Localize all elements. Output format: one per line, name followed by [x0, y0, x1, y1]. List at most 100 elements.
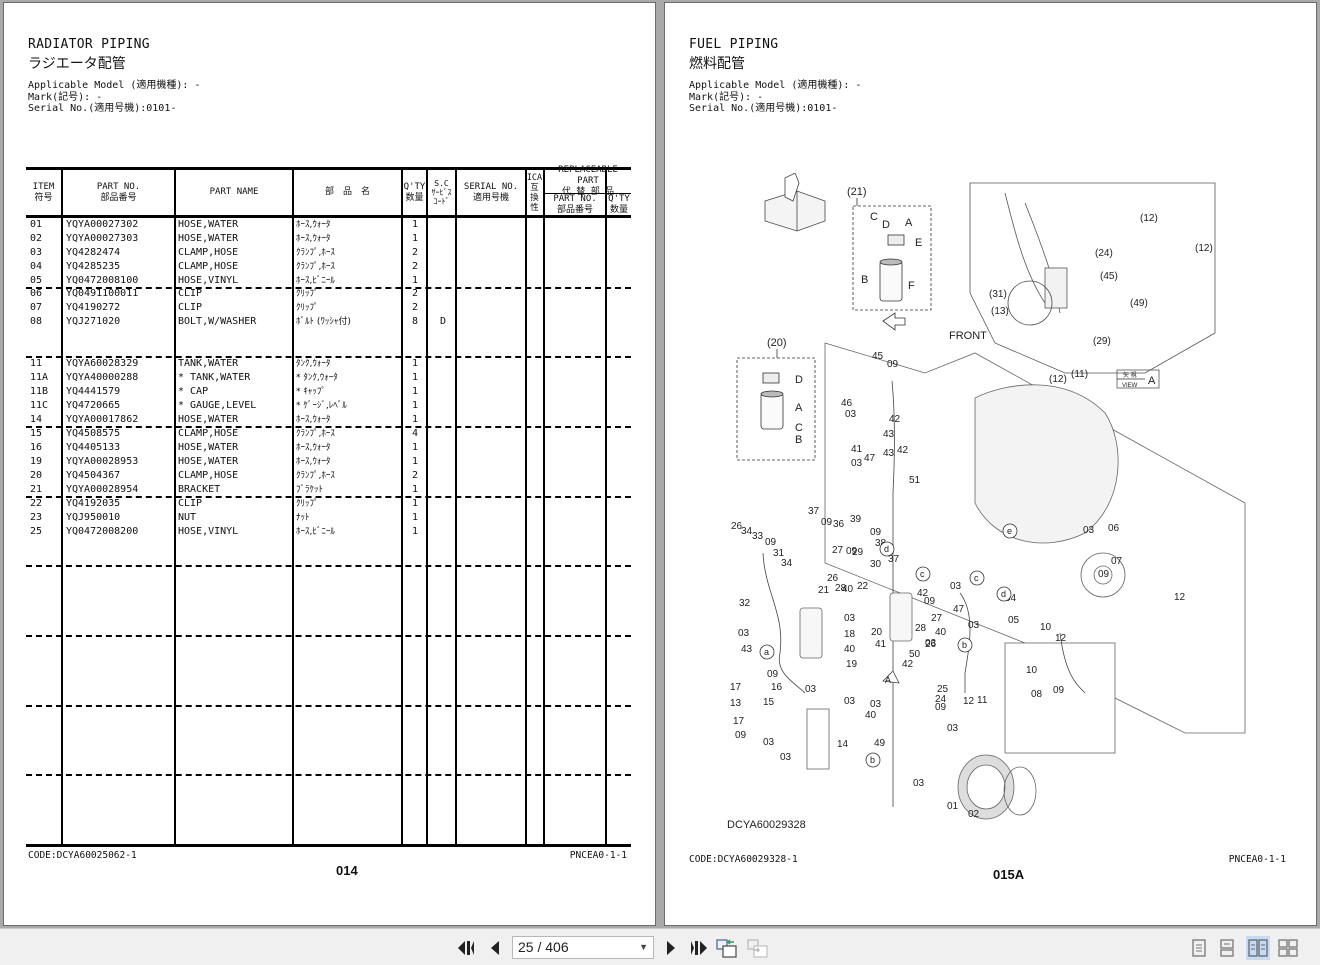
page-meta: Applicable Model (適用機種): -Mark(記号): -Ser… — [689, 80, 861, 115]
last-page-button[interactable] — [688, 937, 710, 959]
svg-text:42: 42 — [902, 659, 914, 670]
svg-text:C: C — [795, 422, 803, 434]
col-header-part-no: PART NO.部品番号 — [96, 181, 141, 203]
svg-text:37: 37 — [888, 554, 900, 565]
svg-text:B: B — [861, 274, 868, 286]
svg-text:09: 09 — [767, 669, 779, 680]
svg-text:矢 視: 矢 視 — [1123, 371, 1137, 379]
svg-text:41: 41 — [875, 639, 887, 650]
last-page-icon — [691, 941, 707, 955]
svg-text:09: 09 — [1053, 685, 1065, 696]
svg-text:03: 03 — [968, 620, 980, 631]
first-page-button[interactable] — [455, 937, 477, 959]
svg-text:17: 17 — [730, 682, 742, 693]
svg-text:45: 45 — [872, 351, 884, 362]
svg-text:42: 42 — [897, 445, 909, 456]
page-number: 015A — [993, 867, 1025, 882]
svg-text:B: B — [795, 434, 802, 446]
svg-text:03: 03 — [845, 409, 857, 420]
single-page-view-button[interactable] — [1187, 936, 1211, 960]
svg-text:42: 42 — [917, 588, 929, 599]
fuel-piping-exploded-diagram: (21) C D A E F B FRONT (20) — [725, 172, 1305, 833]
page-title-en: RADIATOR PIPING — [28, 37, 150, 52]
svg-text:03: 03 — [844, 613, 856, 624]
svg-text:11: 11 — [977, 695, 988, 706]
svg-text:e: e — [1007, 526, 1012, 536]
svg-text:27: 27 — [931, 613, 943, 624]
svg-text:09: 09 — [735, 730, 747, 741]
svg-text:a: a — [764, 647, 769, 657]
svg-text:E: E — [915, 237, 922, 249]
previous-view-icon — [716, 939, 737, 958]
svg-text:03: 03 — [1083, 525, 1095, 536]
svg-text:13: 13 — [730, 698, 742, 709]
previous-view-button[interactable] — [716, 937, 738, 959]
svg-text:39: 39 — [850, 514, 862, 525]
svg-text:26: 26 — [731, 521, 743, 532]
svg-text:43: 43 — [883, 429, 895, 440]
footer-pnc: PNCEA0-1-1 — [569, 850, 627, 861]
svg-text:(31): (31) — [989, 289, 1007, 300]
previous-page-button[interactable] — [484, 937, 506, 959]
svg-text:37: 37 — [808, 506, 820, 517]
svg-text:03: 03 — [870, 699, 882, 710]
svg-text:(24): (24) — [1095, 248, 1113, 259]
svg-text:(12): (12) — [1140, 213, 1158, 224]
svg-text:18: 18 — [844, 629, 856, 640]
page-fuel-piping: FUEL PIPING 燃料配管 Applicable Model (適用機種)… — [664, 2, 1317, 926]
next-page-button[interactable] — [660, 937, 682, 959]
svg-text:50: 50 — [909, 649, 921, 660]
first-page-icon — [458, 941, 474, 955]
svg-text:A: A — [795, 402, 803, 414]
meta-serial: Serial No.(適用号機):0101- — [28, 103, 177, 114]
continuous-facing-view-button[interactable] — [1276, 936, 1300, 960]
svg-text:41: 41 — [851, 444, 863, 455]
page-number-select[interactable]: 25 / 406 ▼ — [512, 936, 654, 959]
svg-text:42: 42 — [889, 414, 901, 425]
meta-model: Applicable Model (適用機種): - — [28, 80, 201, 91]
svg-text:06: 06 — [1108, 523, 1120, 534]
svg-text:43: 43 — [741, 644, 753, 655]
svg-text:20: 20 — [871, 627, 883, 638]
svg-text:03: 03 — [844, 696, 856, 707]
svg-text:33: 33 — [752, 531, 764, 542]
next-view-button[interactable] — [747, 937, 769, 959]
svg-text:(20): (20) — [767, 337, 787, 349]
footer-code: CODE:DCYA60029328-1 — [689, 854, 798, 865]
document-viewport[interactable]: RADIATOR PIPING ラジエータ配管 Applicable Model… — [0, 0, 1320, 928]
svg-text:32: 32 — [739, 598, 751, 609]
svg-text:09: 09 — [765, 537, 777, 548]
svg-text:09: 09 — [870, 527, 882, 538]
svg-text:(49): (49) — [1130, 298, 1148, 309]
svg-text:01: 01 — [947, 801, 959, 812]
svg-text:16: 16 — [771, 682, 783, 693]
svg-text:d: d — [1001, 589, 1006, 599]
svg-text:26: 26 — [925, 639, 937, 650]
svg-text:14: 14 — [837, 739, 849, 750]
facing-view-button[interactable] — [1246, 936, 1270, 960]
continuous-view-button[interactable] — [1215, 936, 1239, 960]
